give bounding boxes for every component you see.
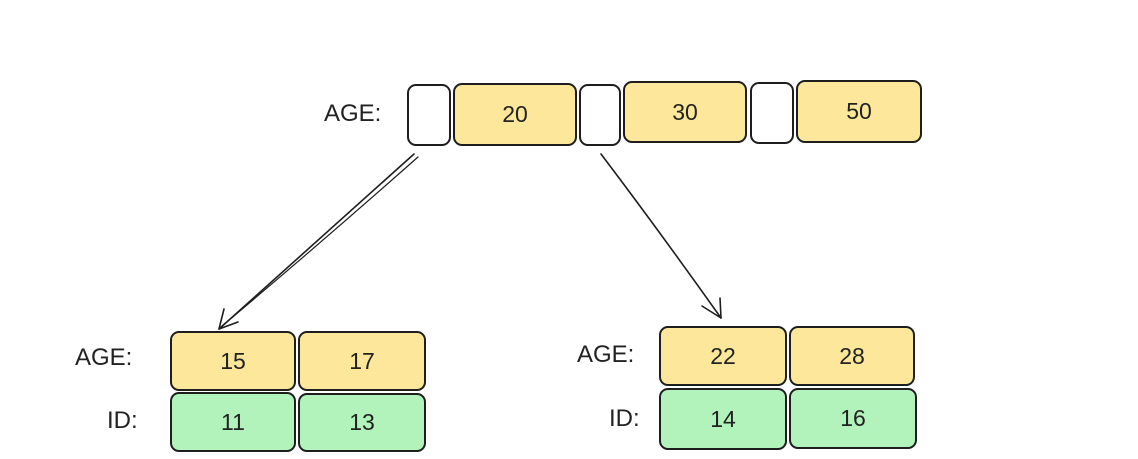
root-pointer-0 <box>407 84 451 146</box>
right-leaf-id-1: 16 <box>789 388 917 449</box>
right-leaf-age-0: 22 <box>659 326 787 386</box>
left-arrow-head <box>218 308 239 330</box>
left-leaf-id-0: 11 <box>170 392 296 452</box>
right-leaf-id-0: 14 <box>659 388 787 450</box>
root-age-label: AGE: <box>324 100 382 127</box>
root-key-1: 30 <box>623 81 747 143</box>
root-key-2: 50 <box>796 80 922 143</box>
right-leaf-id-label: ID: <box>609 405 640 432</box>
left-leaf-age-label: AGE: <box>75 344 133 371</box>
right-arrow-head <box>701 297 722 319</box>
right-child-arrow <box>600 153 722 319</box>
root-pointer-1 <box>579 84 621 146</box>
left-leaf-id-label: ID: <box>107 407 138 434</box>
left-leaf-age-0: 15 <box>170 331 296 391</box>
left-child-arrow <box>218 153 415 330</box>
root-key-0: 20 <box>453 83 577 146</box>
left-child-arrow-secondary <box>221 156 419 327</box>
right-leaf-age-label: AGE: <box>577 341 635 368</box>
right-leaf-age-1: 28 <box>789 326 915 386</box>
left-leaf-id-1: 13 <box>298 393 426 452</box>
left-leaf-age-1: 17 <box>298 331 426 391</box>
root-pointer-2 <box>750 82 794 144</box>
